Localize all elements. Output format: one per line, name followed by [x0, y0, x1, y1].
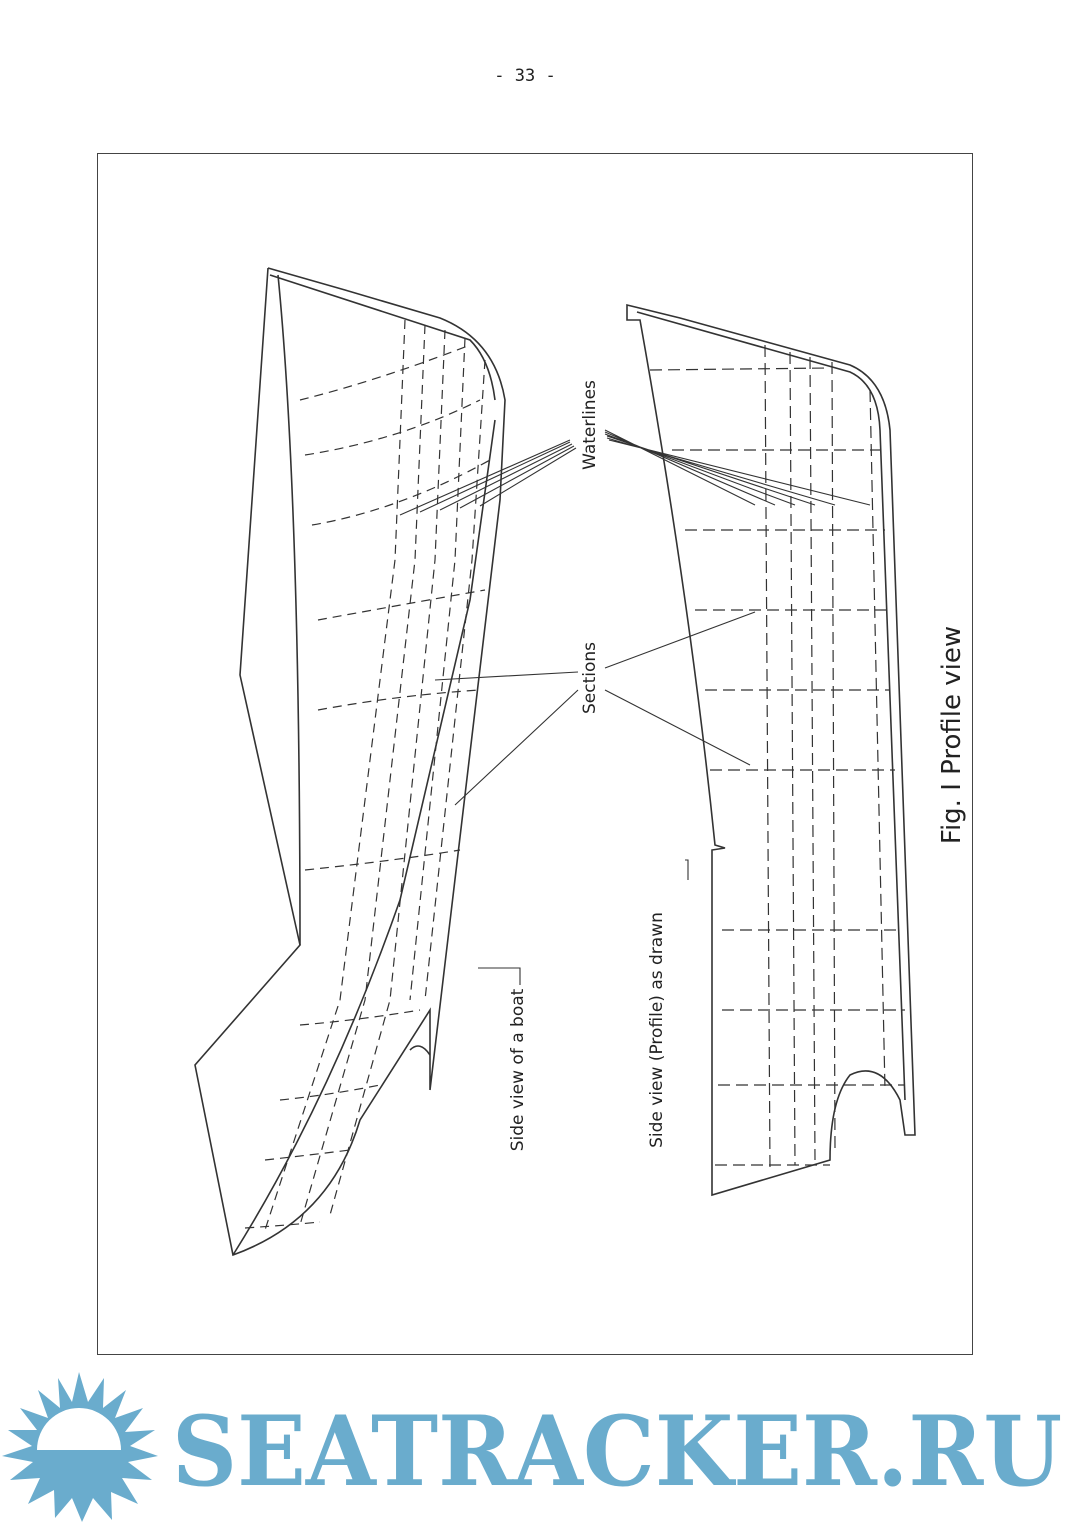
leader-arrows	[399, 429, 871, 985]
boat-outline	[194, 267, 506, 1257]
figure-caption: Fig. I Profile view	[937, 625, 967, 845]
profile-outline	[626, 303, 916, 1197]
boat-profile-view	[626, 303, 916, 1197]
boat-perspective-view	[194, 267, 506, 1257]
sections-dashed	[244, 344, 491, 1229]
gunwale-line	[269, 274, 496, 946]
watermark-logo: SEATRACKER.RU	[2, 1372, 1062, 1522]
waterlines-dashed	[264, 319, 486, 1231]
sun-logo-icon	[2, 1372, 158, 1522]
label-waterlines: Waterlines	[580, 380, 600, 470]
figure-frame	[97, 153, 973, 1355]
page-number: - 33 -	[494, 66, 556, 86]
label-side-view-profile: Side view (Profile) as drawn	[647, 912, 667, 1148]
profile-waterlines	[764, 344, 886, 1171]
profile-sections	[649, 367, 905, 1166]
keel-line	[232, 419, 496, 1256]
label-side-view-boat: Side view of a boat	[508, 988, 528, 1152]
watermark-text: SEATRACKER.RU	[172, 1395, 1062, 1508]
label-sections: Sections	[580, 641, 600, 715]
